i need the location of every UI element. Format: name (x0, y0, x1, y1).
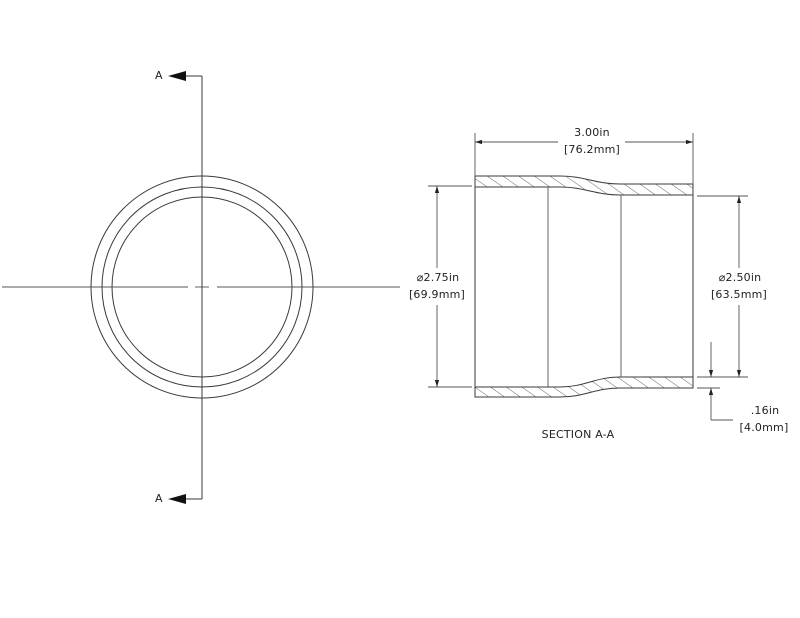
front-view (2, 71, 400, 504)
wall-thickness-dimension (697, 342, 733, 421)
section-label-bottom: A (155, 492, 163, 505)
small-diameter-secondary: [63.5mm] (710, 288, 768, 301)
small-diameter-primary: ⌀2.50in (718, 271, 762, 284)
section-arrow-bottom-icon (168, 494, 186, 504)
section-label-top: A (155, 69, 163, 82)
large-diameter-dimension (428, 185, 472, 388)
wall-thickness-secondary: [4.0mm] (739, 421, 789, 434)
section-view (428, 133, 748, 421)
small-diameter-dimension (697, 195, 748, 378)
section-arrow-top-icon (168, 71, 186, 81)
diameter-symbol-icon: ⌀ (416, 271, 424, 284)
diameter-symbol-icon: ⌀ (718, 271, 726, 284)
length-dimension-primary: 3.00in (574, 126, 610, 139)
large-diameter-secondary: [69.9mm] (408, 288, 466, 301)
large-diameter-primary: ⌀2.75in (416, 271, 460, 284)
length-dimension (474, 133, 694, 184)
top-wall-section (474, 175, 694, 196)
bottom-wall-section (474, 376, 694, 398)
length-dimension-secondary: [76.2mm] (563, 143, 621, 156)
wall-thickness-primary: .16in (750, 404, 780, 417)
section-view-title: SECTION A-A (541, 428, 615, 441)
